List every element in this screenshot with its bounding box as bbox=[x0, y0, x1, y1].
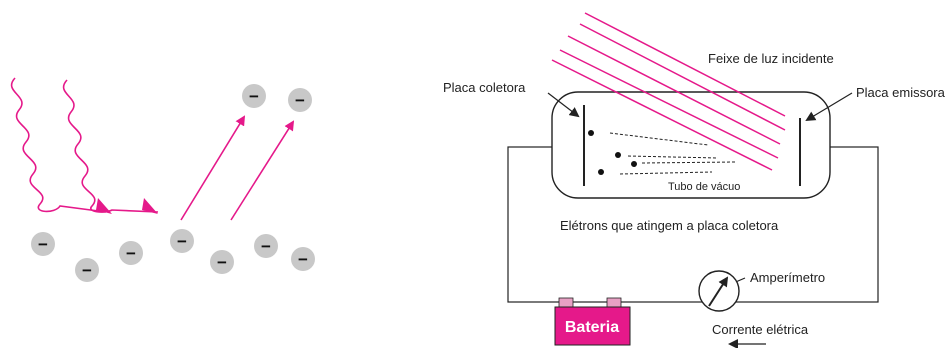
emitter-plate-label: Placa emissora bbox=[856, 85, 946, 100]
photon-wave-1 bbox=[10, 77, 107, 213]
left-panel: − − − − − − − − bbox=[10, 77, 315, 282]
tube-electron bbox=[598, 169, 604, 175]
electron-trails bbox=[609, 132, 736, 175]
electron: − bbox=[242, 84, 266, 108]
electron-symbol: − bbox=[82, 261, 92, 280]
vacuum-tube-label: Tubo de vácuo bbox=[668, 181, 740, 193]
tube-electron bbox=[588, 130, 594, 136]
electron: − bbox=[291, 247, 315, 271]
right-panel: Bateria Placa coletora Placa emissora Fe… bbox=[443, 12, 946, 349]
emitter-plate-pointer bbox=[805, 92, 853, 122]
battery-label: Bateria bbox=[565, 319, 619, 336]
ammeter-label: Amperímetro bbox=[750, 270, 825, 285]
electron: − bbox=[254, 234, 278, 258]
photon-wave-2 bbox=[62, 79, 159, 213]
electron-symbol: − bbox=[177, 232, 187, 251]
electron: − bbox=[31, 232, 55, 256]
electrons-reaching-label: Elétrons que atingem a placa coletora bbox=[560, 218, 779, 233]
electron: − bbox=[75, 258, 99, 282]
electron-symbol: − bbox=[38, 235, 48, 254]
collector-plate-label: Placa coletora bbox=[443, 80, 526, 95]
battery-terminal-right bbox=[606, 297, 622, 308]
vacuum-tube bbox=[551, 91, 831, 199]
electric-current-label: Corrente elétrica bbox=[712, 322, 809, 337]
electron-symbol: − bbox=[295, 91, 305, 110]
electron: − bbox=[119, 241, 143, 265]
battery-body bbox=[554, 306, 631, 346]
battery-terminal-left bbox=[558, 297, 574, 308]
incident-light-beam bbox=[551, 12, 786, 171]
ejected-electron-path-2 bbox=[230, 120, 295, 221]
electron-symbol: − bbox=[217, 253, 227, 272]
ammeter-needle bbox=[708, 276, 729, 307]
tube-electron bbox=[615, 152, 621, 158]
photon-arrowhead-2 bbox=[142, 198, 158, 214]
ejected-electron-path-1 bbox=[180, 115, 246, 221]
incident-light-label: Feixe de luz incidente bbox=[708, 51, 834, 66]
electron: − bbox=[288, 88, 312, 112]
electron-symbol: − bbox=[298, 250, 308, 269]
photon-arrowhead-1 bbox=[96, 198, 112, 214]
battery: Bateria bbox=[554, 297, 631, 346]
electron: − bbox=[170, 229, 194, 253]
tube-electron bbox=[631, 161, 637, 167]
ammeter bbox=[698, 270, 740, 312]
collector-plate-pointer bbox=[547, 92, 580, 118]
electron-symbol: − bbox=[126, 244, 136, 263]
electron-symbol: − bbox=[249, 87, 259, 106]
electron: − bbox=[210, 250, 234, 274]
electron-symbol: − bbox=[261, 237, 271, 256]
